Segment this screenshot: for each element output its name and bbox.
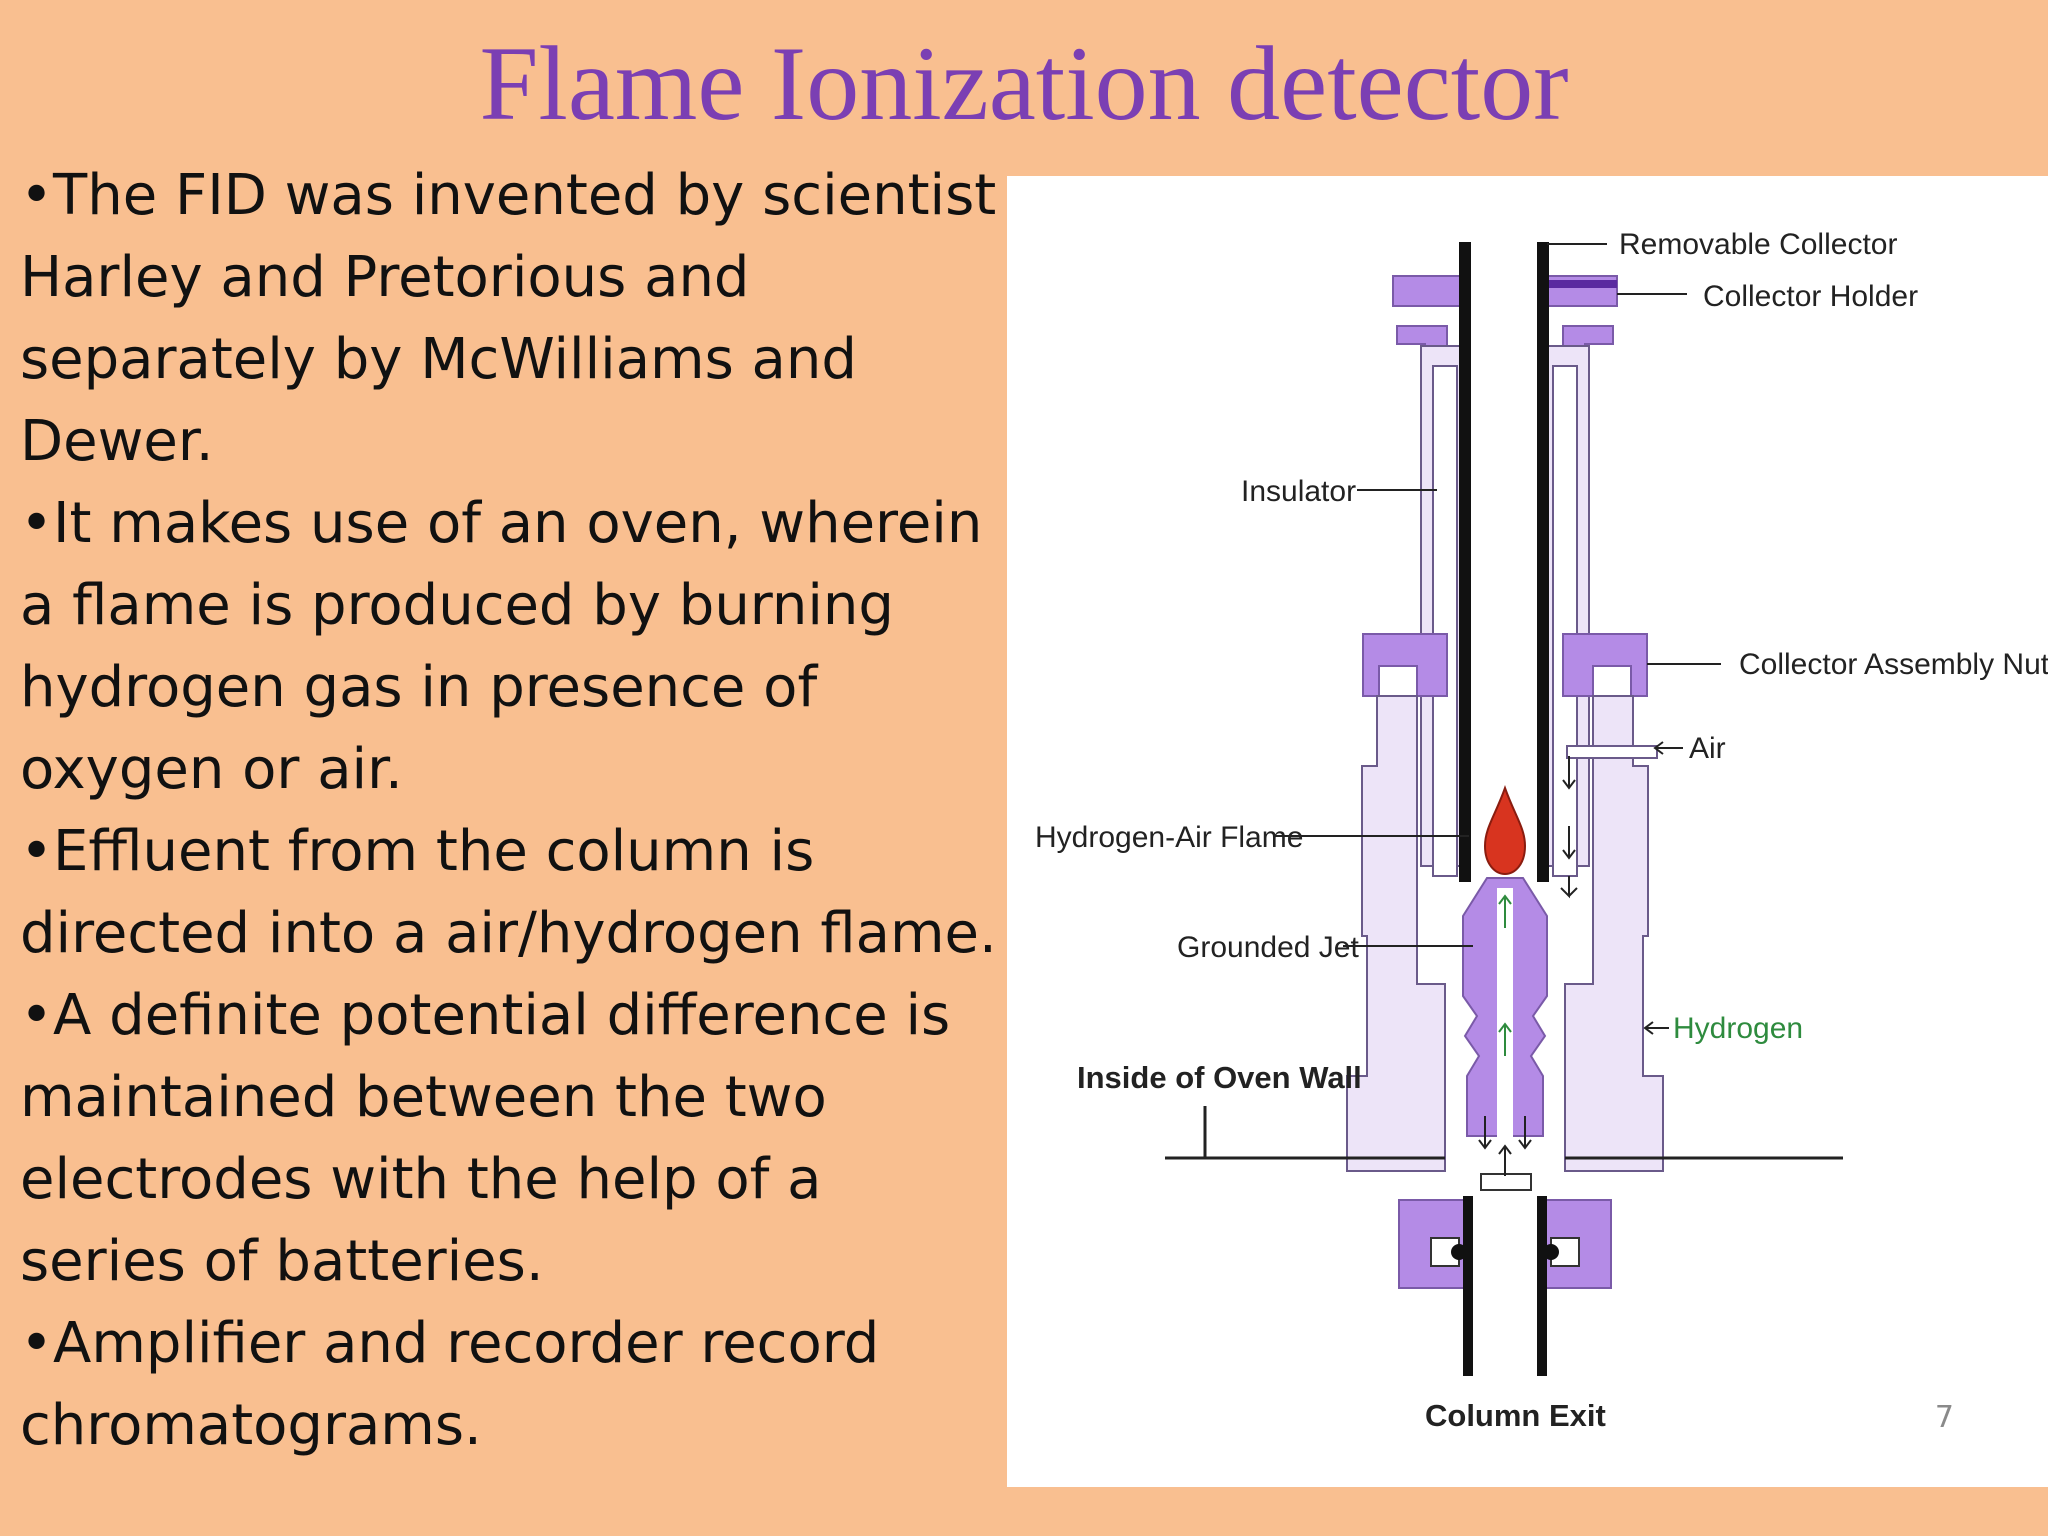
jet-bore — [1497, 888, 1513, 1138]
air-flow-arrows — [1560, 756, 1578, 899]
lower-body-right — [1564, 695, 1664, 1172]
label-insulator: Insulator — [1241, 475, 1356, 508]
bullet-text: Amplifier and recorder record chromatogr… — [20, 1311, 880, 1458]
assembly-nut-right — [1562, 633, 1648, 697]
bullet-text: Effluent from the column is directed int… — [20, 819, 997, 966]
bullet-item: A definite potential difference is maint… — [20, 975, 1005, 1303]
leader-lines — [1273, 243, 1721, 947]
collector-holder-left — [1392, 275, 1466, 307]
bullet-item: Effluent from the column is directed int… — [20, 811, 1005, 975]
flame-shape — [1483, 785, 1527, 876]
bullet-item: The FID was invented by scientist Harley… — [20, 155, 1005, 483]
page-number: 7 — [1934, 1400, 1954, 1435]
bullet-text: It makes use of an oven, wherein a flame… — [20, 491, 983, 802]
fid-diagram-panel: Removable Collector Collector Holder Ins… — [1007, 176, 2048, 1487]
air-inlet-channel — [1566, 745, 1658, 759]
collector-rod-right — [1537, 242, 1549, 882]
label-column-exit: Column Exit — [1425, 1398, 1606, 1433]
collector-holder-bar — [1547, 280, 1617, 288]
label-inside-oven-wall: Inside of Oven Wall — [1077, 1060, 1362, 1095]
label-collector-holder: Collector Holder — [1703, 280, 1918, 313]
slide-title: Flame Ionization detector — [479, 25, 1569, 142]
hydrogen-flow-arrows — [1498, 894, 1512, 1056]
label-arrows — [1643, 741, 1683, 1035]
bullet-item: It makes use of an oven, wherein a flame… — [20, 483, 1005, 811]
label-air: Air — [1689, 732, 1726, 765]
label-hydrogen: Hydrogen — [1673, 1012, 1803, 1045]
label-removable-collector: Removable Collector — [1619, 228, 1897, 261]
insulator-right-inner — [1552, 365, 1578, 877]
carrier-flow-arrows — [1478, 1116, 1532, 1176]
bullet-list: The FID was invented by scientist Harley… — [20, 155, 1005, 1467]
label-collector-assembly-nut: Collector Assembly Nut — [1739, 648, 2048, 681]
insulator-left-inner — [1432, 365, 1458, 877]
bullet-text: The FID was invented by scientist Harley… — [20, 163, 997, 474]
bullet-item: Amplifier and recorder record chromatogr… — [20, 1303, 1005, 1467]
collector-rod-left — [1459, 242, 1471, 882]
label-grounded-jet: Grounded Jet — [1177, 931, 1359, 964]
label-hydrogen-air-flame: Hydrogen-Air Flame — [1035, 821, 1303, 854]
bullet-text: A definite potential difference is maint… — [20, 983, 951, 1294]
column-tube-right — [1537, 1196, 1547, 1376]
assembly-nut-left — [1362, 633, 1448, 697]
lower-body-left — [1346, 695, 1446, 1172]
column-tube-left — [1463, 1196, 1473, 1376]
fid-diagram: Removable Collector Collector Holder Ins… — [1035, 228, 2048, 1433]
base-plate — [1480, 1173, 1532, 1191]
